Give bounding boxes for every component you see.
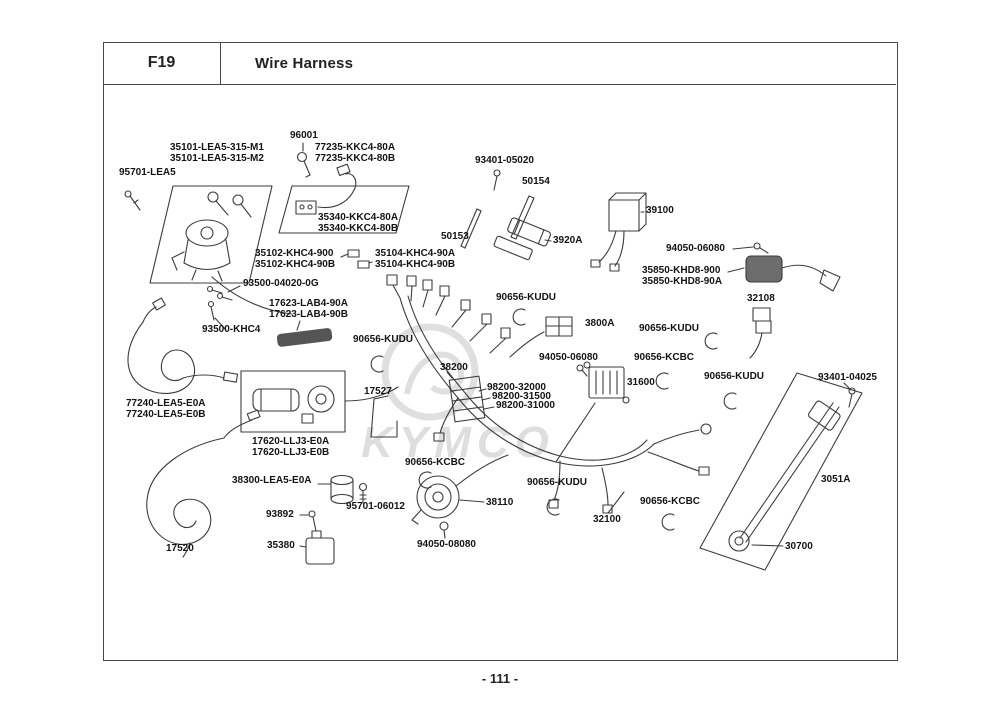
battery-cable-3051a-art xyxy=(699,372,863,571)
screw-93500-khc4-art xyxy=(207,300,227,331)
part-label-38110: 38110 xyxy=(486,497,514,508)
harness-clips-art xyxy=(370,308,737,531)
regulator-31600-art xyxy=(583,361,630,404)
bolt-93401-04025-art xyxy=(843,382,856,408)
part-label-93401-04025: 93401-04025 xyxy=(818,372,877,383)
part-label-90656-kcbc-3: 90656-KCBC xyxy=(640,496,701,507)
part-label-38300: 38300-LEA5-E0A xyxy=(232,475,312,486)
part-label-93500-khc4: 93500-KHC4 xyxy=(202,324,261,335)
screw-93892-art xyxy=(299,510,317,532)
part-label-90656-kcbc-1: 90656-KCBC xyxy=(634,352,695,363)
flasher-38300-art xyxy=(317,474,354,505)
cable-17520-art xyxy=(146,409,261,558)
part-label-94050-08080: 94050-08080 xyxy=(417,539,476,550)
screw-93401-05020-art xyxy=(493,169,501,191)
main-harness-art xyxy=(211,274,712,514)
part-label-39100: 39100 xyxy=(646,205,674,216)
part-label-90656-kcbc-2: 90656-KCBC xyxy=(405,457,466,468)
part-label-98200-32000: 98200-32000 xyxy=(487,382,546,393)
stay-rods-art xyxy=(460,195,535,249)
part-label-90656-kudu-4: 90656-KUDU xyxy=(704,371,765,382)
horn-38110-art xyxy=(411,475,485,525)
part-label-90656-kudu-3: 90656-KUDU xyxy=(353,334,414,345)
part-label-17520: 17520 xyxy=(166,543,194,554)
part-label-17527: 17527 xyxy=(364,386,392,397)
section-code: F19 xyxy=(103,42,221,84)
part-label-32100: 32100 xyxy=(593,514,621,525)
nut-94050-08080-art xyxy=(439,521,449,539)
part-label-90656-kudu-5: 90656-KUDU xyxy=(527,477,588,488)
ignition-switch-art xyxy=(149,185,273,284)
part-label-35104: 35104-KHC4-90A 35104-KHC4-90B xyxy=(375,248,456,270)
part-label-35850: 35850-KHD8-900 35850-KHD8-90A xyxy=(642,265,723,287)
watermark-logo-text: KYMCO xyxy=(361,418,555,467)
part-label-35380: 35380 xyxy=(267,540,295,551)
switch-35380-art xyxy=(299,530,335,565)
watermark-emblem-icon xyxy=(381,323,479,421)
part-label-90656-kudu-1: 90656-KUDU xyxy=(496,292,557,303)
bracket-17527-art xyxy=(370,395,398,438)
part-label-93401-05020: 93401-05020 xyxy=(475,155,534,166)
part-label-35340: 35340-KKC4-80A 35340-KKC4-80B xyxy=(318,212,399,234)
page-title: Wire Harness xyxy=(255,55,354,72)
switch-contact-art xyxy=(340,249,373,269)
bolt-95701-06012-art xyxy=(358,482,368,504)
part-label-35102: 35102-KHC4-900 35102-KHC4-90B xyxy=(255,248,336,270)
part-label-93892: 93892 xyxy=(266,509,294,520)
bolt-95701-lea5-art xyxy=(124,190,141,211)
key-icon xyxy=(296,142,311,178)
page-frame xyxy=(103,42,898,661)
connector-32108-art xyxy=(749,307,772,359)
part-label-3800a: 3800A xyxy=(585,318,615,329)
part-label-94050-06080-b: 94050-06080 xyxy=(539,352,598,363)
connector-3800a-art xyxy=(545,316,573,337)
part-label-95701-lea5: 95701-LEA5 xyxy=(119,167,176,178)
page-number: - 111 - xyxy=(481,671,519,686)
page-header: F19 Wire Harness xyxy=(103,42,896,85)
part-label-35101: 35101-LEA5-315-M1 35101-LEA5-315-M2 xyxy=(170,142,264,164)
fuse-case-3920a-art xyxy=(493,217,552,261)
grip-17623-art xyxy=(276,320,333,347)
part-label-30700: 30700 xyxy=(785,541,813,552)
bolt-regulator-art xyxy=(576,364,588,377)
part-label-17623: 17623-LAB4-90A 17623-LAB4-90B xyxy=(269,298,348,320)
handlebar-switch-art xyxy=(278,163,410,234)
part-label-31600: 31600 xyxy=(627,377,655,388)
part-label-38200: 38200 xyxy=(440,362,468,373)
part-label-98200-31500: 98200-31500 xyxy=(492,391,551,402)
part-label-50154: 50154 xyxy=(522,176,550,187)
part-label-77235: 77235-KKC4-80A 77235-KKC4-80B xyxy=(315,142,396,164)
part-label-50153: 50153 xyxy=(441,231,469,242)
part-label-93500-04020: 93500-04020-0G xyxy=(243,278,319,289)
part-label-3920a: 3920A xyxy=(553,235,583,246)
ignition-coil-35850-art xyxy=(727,255,841,292)
cdi-unit-39100-art xyxy=(590,192,647,272)
part-label-90656-kudu-2: 90656-KUDU xyxy=(639,323,700,334)
part-label-32108: 32108 xyxy=(747,293,775,304)
part-label-3051a: 3051A xyxy=(821,474,851,485)
part-label-96001: 96001 xyxy=(290,130,318,141)
part-label-17620: 17620-LLJ3-E0A 17620-LLJ3-E0B xyxy=(252,436,330,458)
part-label-95701-06012: 95701-06012 xyxy=(346,501,405,512)
part-label-98200-31000: 98200-31000 xyxy=(496,400,555,411)
part-label-77240: 77240-LEA5-E0A 77240-LEA5-E0B xyxy=(126,398,206,420)
bolt-94050-06080-art xyxy=(732,242,769,254)
cable-77240-art xyxy=(127,297,239,394)
part-label-94050-06080-a: 94050-06080 xyxy=(666,243,725,254)
